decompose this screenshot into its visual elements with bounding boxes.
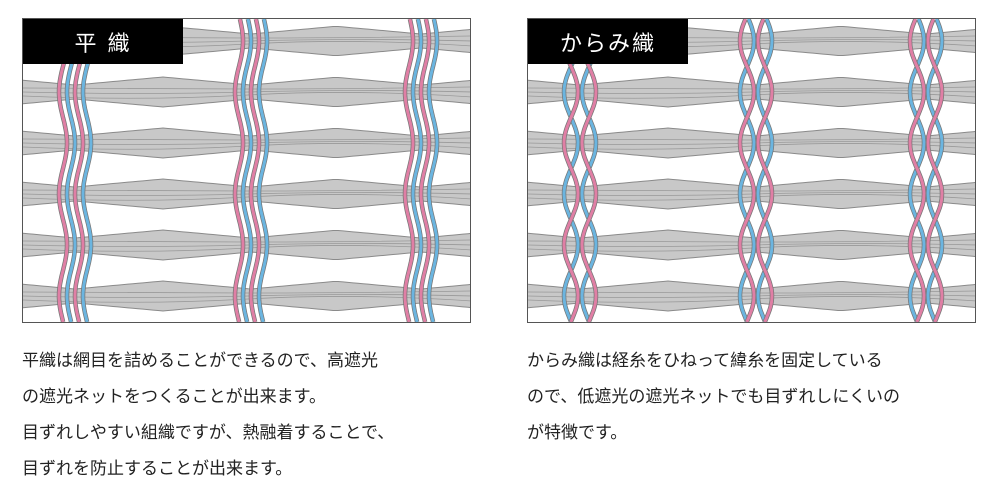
warp-thread-pink (756, 19, 774, 322)
warp-thread-blue (411, 19, 423, 322)
warp-thread-pink (419, 19, 431, 322)
weft-fiber-line (23, 192, 470, 196)
weft-fiber-line (23, 294, 470, 298)
description-line: の遮光ネットをつくることが出来ます。 (22, 387, 326, 407)
description-line: 平織は網目を詰めることができるので、高遮光 (22, 351, 378, 371)
warp-thread-blue (65, 19, 77, 322)
weft-fiber-line (23, 137, 470, 141)
plain-weave-description: 平織は網目を詰めることができるので、高遮光 の遮光ネットをつくることが出来ます。… (22, 343, 394, 487)
warp-thread-pink (738, 19, 756, 322)
weft-fiber-line (23, 296, 470, 303)
warp-thread-pink (233, 19, 245, 322)
warp-thread-pink (562, 19, 580, 322)
description-line: ので、低遮光の遮光ネットでも目ずれしにくいの (527, 387, 900, 407)
description-line: が特徴です。 (527, 423, 628, 443)
warp-thread-pink (580, 19, 598, 322)
plain-weave-diagram: 平 織 (22, 18, 471, 323)
warp-thread-blue (241, 19, 253, 322)
warp-thread-pink (73, 19, 85, 322)
plain-weave-label: 平 織 (23, 19, 183, 64)
warp-thread-blue (81, 19, 93, 322)
leno-weave-illustration (528, 19, 975, 322)
warp-thread-pink (908, 19, 926, 322)
weft-fiber-line (23, 243, 470, 247)
leno-weave-label: からみ織 (528, 19, 688, 64)
weft-fiber-line (23, 239, 470, 243)
weft-fiber-line (23, 92, 470, 99)
leno-weave-description: からみ織は経糸をひねって緯糸を固定している ので、低遮光の遮光ネットでも目ずれし… (527, 343, 900, 451)
warp-thread-pink (249, 19, 261, 322)
plain-weave-illustration (23, 19, 470, 322)
warp-thread-pink (57, 19, 69, 322)
weft-fiber-line (23, 245, 470, 252)
description-line: 目ずれしやすい組織ですが、熱融着することで、 (22, 423, 395, 443)
description-line: 目ずれを防止することが出来ます。 (22, 459, 293, 479)
warp-thread-blue (427, 19, 439, 322)
weft-fiber-line (23, 141, 470, 145)
weft-fiber-line (23, 194, 470, 201)
weft-fiber-line (23, 290, 470, 294)
weft-fiber-line (23, 86, 470, 90)
warp-thread-pink (403, 19, 415, 322)
description-line: からみ織は経糸をひねって緯糸を固定している (527, 351, 883, 371)
weft-fiber-line (23, 90, 470, 94)
warp-thread-pink (926, 19, 944, 322)
weft-fiber-line (23, 143, 470, 150)
leno-weave-diagram: からみ織 (527, 18, 976, 323)
weft-fiber-line (23, 188, 470, 192)
warp-thread-blue (257, 19, 269, 322)
